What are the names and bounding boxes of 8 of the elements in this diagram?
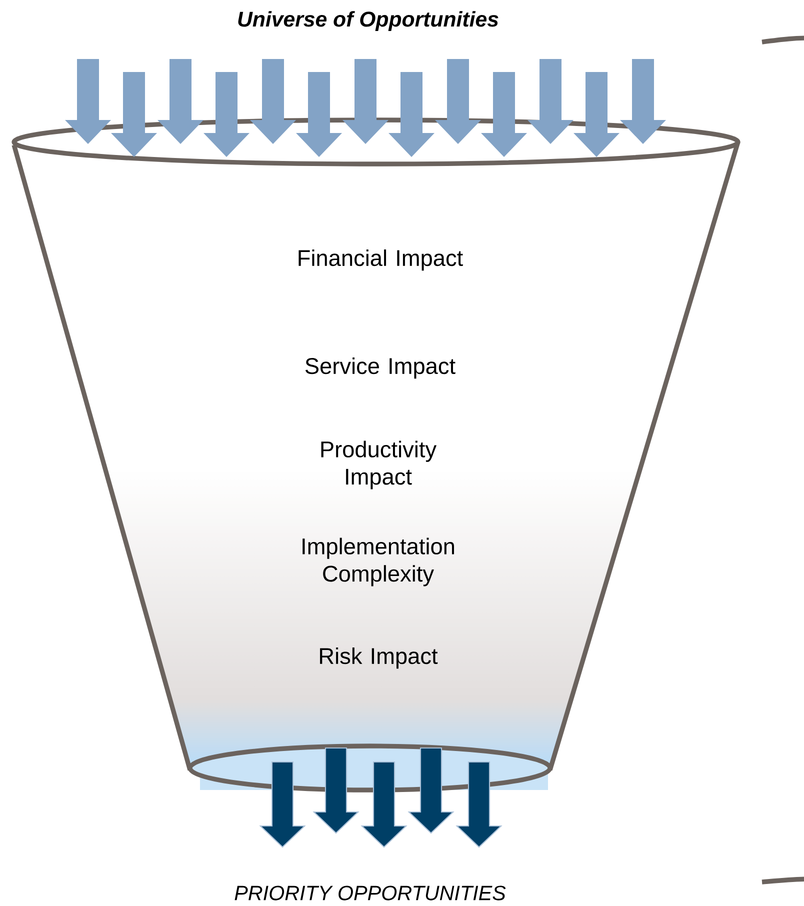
criterion-label: Implementation Complexity bbox=[302, 538, 454, 586]
criterion-label: Service Impact bbox=[305, 357, 456, 379]
title: Universe of Opportunities bbox=[238, 11, 498, 31]
caption: PRIORITY OPPORTUNITIES bbox=[234, 886, 506, 900]
criterion-label: Financial Impact bbox=[298, 249, 463, 271]
criterion-label: Risk Impact bbox=[320, 647, 438, 669]
criterion-label: Productivity Impact bbox=[321, 440, 437, 490]
funnel bbox=[12, 118, 740, 792]
